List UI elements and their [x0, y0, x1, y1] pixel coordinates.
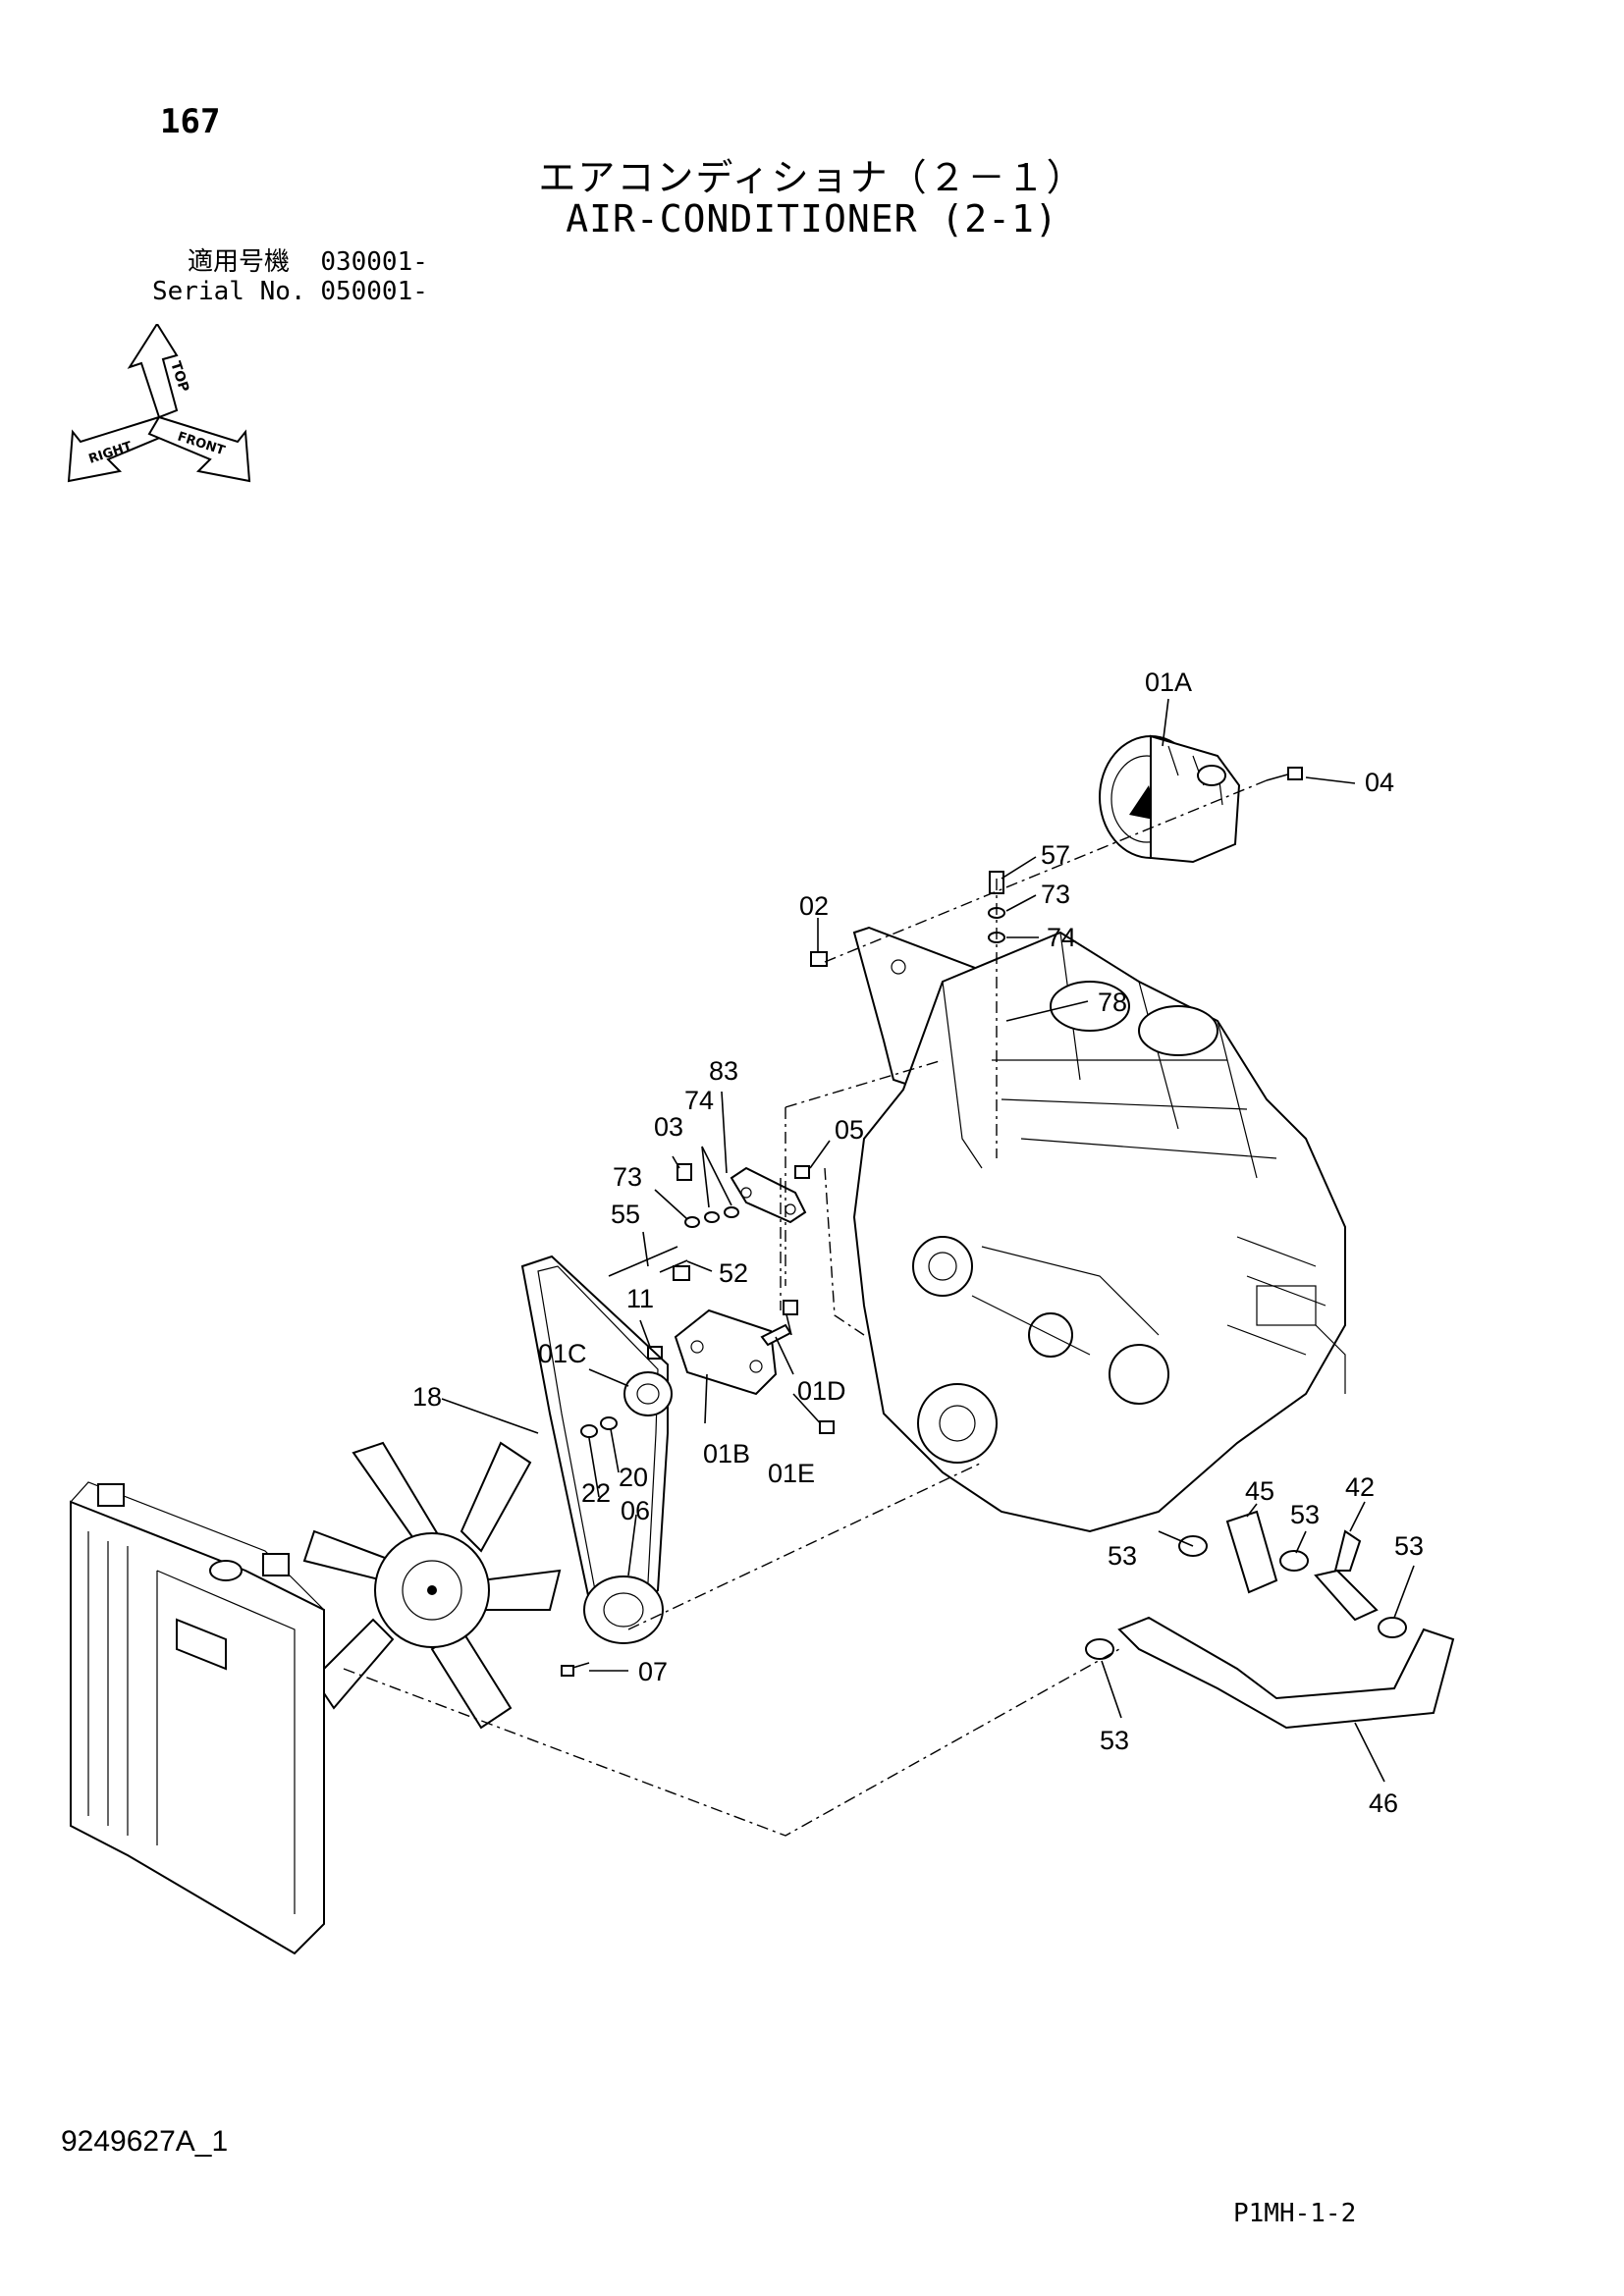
page-title-japanese: エアコンディショナ（２－１） [538, 156, 1086, 199]
callout-83: 83 [709, 1056, 738, 1086]
callout-53: 53 [1394, 1531, 1424, 1561]
page-title-english: AIR-CONDITIONER (2-1) [566, 197, 1058, 240]
callout-11: 11 [626, 1284, 654, 1313]
compressor-part [1099, 734, 1241, 864]
callout-05: 05 [835, 1115, 864, 1145]
serial-label: 適用号機 [187, 247, 290, 277]
callout-22: 22 [581, 1478, 611, 1508]
callout-01B: 01B [703, 1439, 750, 1468]
engine-block-part [852, 931, 1346, 1533]
callout-74: 74 [1047, 923, 1076, 952]
callout-02: 02 [799, 891, 829, 921]
callout-18: 18 [412, 1382, 442, 1412]
radiator-part [70, 1481, 325, 1955]
callout-57: 57 [1041, 840, 1070, 870]
cooling-fan-part [302, 1441, 562, 1730]
assembly-reference-lines [343, 779, 1268, 1837]
orientation-indicator-icon: TOP RIGHT FRONT [67, 324, 251, 483]
callout-06: 06 [621, 1496, 650, 1525]
callout-01C: 01C [538, 1339, 587, 1368]
crank-pulley-part [561, 1575, 664, 1677]
callout-46: 46 [1369, 1789, 1398, 1818]
callout-74: 74 [684, 1086, 714, 1115]
callout-53: 53 [1108, 1541, 1137, 1571]
callout-42: 42 [1345, 1472, 1375, 1502]
v-belt-part [520, 1255, 669, 1631]
callout-73: 73 [613, 1162, 642, 1192]
callout-53: 53 [1290, 1500, 1320, 1529]
page-number: 167 [160, 102, 221, 141]
serial-row-applicable: 適用号機 030001- [152, 247, 428, 277]
callout-73: 73 [1041, 880, 1070, 909]
callout-01D: 01D [797, 1376, 846, 1406]
leader-lines [441, 698, 1415, 1783]
callout-55: 55 [611, 1200, 640, 1229]
idler-pulley-part [580, 1371, 673, 1438]
callout-45: 45 [1245, 1476, 1274, 1506]
callout-labels: 01A 04 57 73 74 02 78 83 74 03 05 73 55 … [412, 667, 1424, 1818]
callout-53: 53 [1100, 1726, 1129, 1755]
serial-row-serial: Serial No. 050001- [152, 277, 428, 306]
callout-04: 04 [1365, 768, 1394, 797]
serial-value: 030001- [320, 247, 428, 277]
callout-01E: 01E [768, 1459, 815, 1488]
document-number: 9249627A_1 [61, 2125, 229, 2158]
callout-20: 20 [619, 1463, 648, 1492]
adjust-link-part [730, 1166, 807, 1224]
callout-78: 78 [1098, 988, 1127, 1017]
callout-01A: 01A [1145, 667, 1192, 697]
callout-07: 07 [638, 1657, 668, 1686]
serial-applicability: 適用号機 030001- Serial No. 050001- [152, 247, 428, 306]
serial-value: 050001- [320, 277, 428, 306]
callout-03: 03 [654, 1112, 683, 1142]
page-code: P1MH-1-2 [1233, 2199, 1357, 2228]
tensioner-bracket-part [674, 1308, 792, 1396]
water-hose-part [1085, 1510, 1455, 1730]
callout-52: 52 [719, 1258, 748, 1288]
